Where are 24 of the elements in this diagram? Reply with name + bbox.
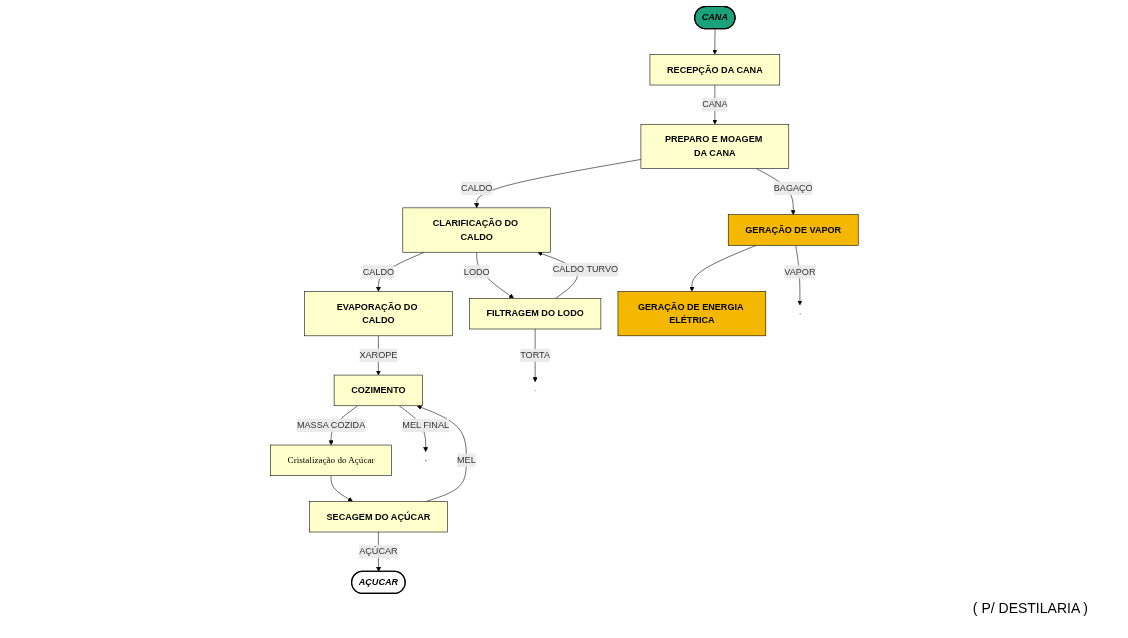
edge-label: CANA (701, 99, 728, 110)
node-box: EVAPORAÇÃO DO CALDO (303, 291, 453, 337)
node-box: FILTRAGEM DO LODO (468, 298, 601, 330)
node-box: CLARIFICAÇÃO DO CALDO (402, 207, 551, 253)
edge-label: MEL (456, 455, 476, 465)
node-box: GERAÇÃO DE VAPOR (727, 214, 859, 246)
node-box: COZIMENTO (333, 374, 423, 407)
edge-label: AÇÚCAR (358, 546, 398, 557)
edge-label: VAPOR (783, 266, 816, 277)
edge-label: XAROPE (359, 350, 397, 360)
node-box: SECAGEM DO AÇÚCAR (308, 501, 448, 533)
edge-label: MEL FINAL (401, 420, 449, 430)
note: ( P/ DESTILARIA ) (972, 600, 1088, 618)
edge-label: MASSA COZIDA (296, 420, 365, 430)
edge-label: BAGAÇO (773, 183, 813, 193)
node-box: PREPARO E MOAGEM DA CANA (640, 124, 789, 169)
node-box: Cristalização do Açúcar (269, 444, 392, 476)
edge-label: CALDO (362, 266, 394, 277)
node-box: GERAÇÃO DE ENERGIA ELÉTRICA (617, 291, 766, 337)
node-box: RECEPÇÃO DA CANA (649, 54, 780, 86)
edge-label: TORTA (519, 350, 550, 360)
edge-label: LODO (463, 266, 490, 277)
edge-label: CALDO (460, 183, 493, 193)
edge-label: CALDO TURVO (552, 264, 618, 275)
